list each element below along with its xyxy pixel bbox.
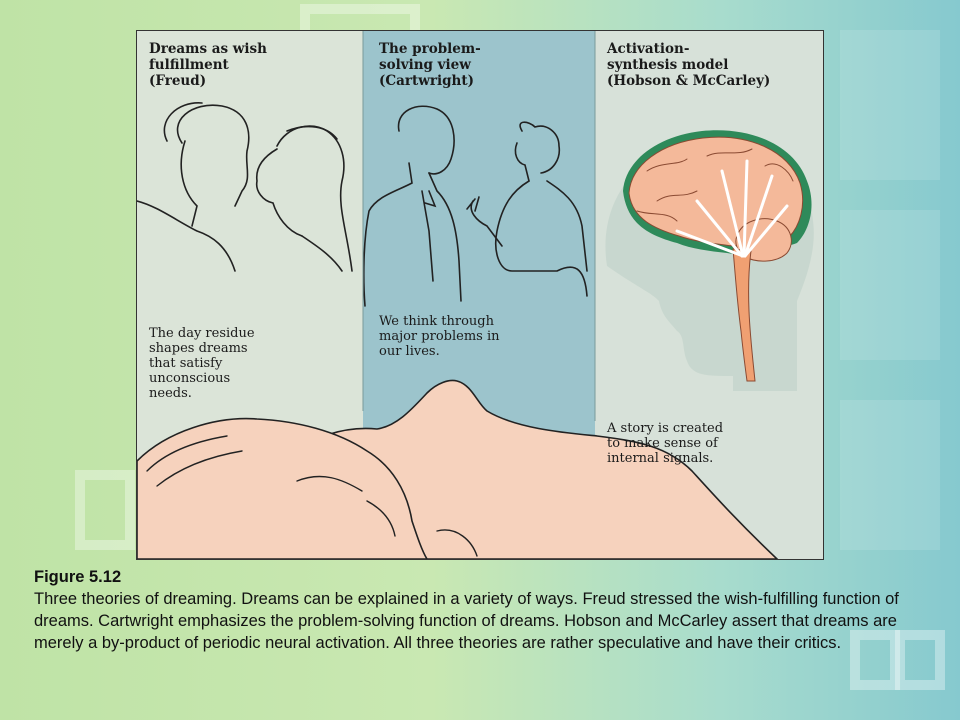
figure-illustration <box>137 31 823 559</box>
panel-cartwright-title: The problem- solving view (Cartwright) <box>379 41 481 89</box>
figure-caption: Figure 5.12 Three theories of dreaming. … <box>34 566 934 654</box>
dream-theories-figure: Dreams as wish fulfillment (Freud) The p… <box>136 30 824 560</box>
figure-number: Figure 5.12 <box>34 568 122 586</box>
kissing-couple-illustration <box>137 102 353 272</box>
brain-folds <box>636 148 794 222</box>
brainstem <box>732 248 756 382</box>
panel-hobson-description: A story is created to make sense of inte… <box>607 421 724 466</box>
background-tile <box>840 400 940 550</box>
panel-freud-description: The day residue shapes dreams that satis… <box>149 326 255 401</box>
panel-hobson-title: Activation- synthesis model (Hobson & Mc… <box>607 41 771 89</box>
panel-freud-title: Dreams as wish fulfillment (Freud) <box>149 41 267 89</box>
background-tile <box>840 210 940 360</box>
background-square-decoration <box>895 630 945 690</box>
conversation-illustration <box>363 105 588 307</box>
sleeper-hair-lines <box>146 435 478 557</box>
sleeping-person-front <box>137 417 428 559</box>
caption-text: Three theories of dreaming. Dreams can b… <box>34 590 899 652</box>
background-tile <box>840 30 940 180</box>
background-square-decoration <box>850 630 900 690</box>
neural-activation-lines <box>675 159 789 258</box>
panel-cartwright-description: We think through major problems in our l… <box>379 314 500 359</box>
background-square-decoration <box>75 470 135 550</box>
